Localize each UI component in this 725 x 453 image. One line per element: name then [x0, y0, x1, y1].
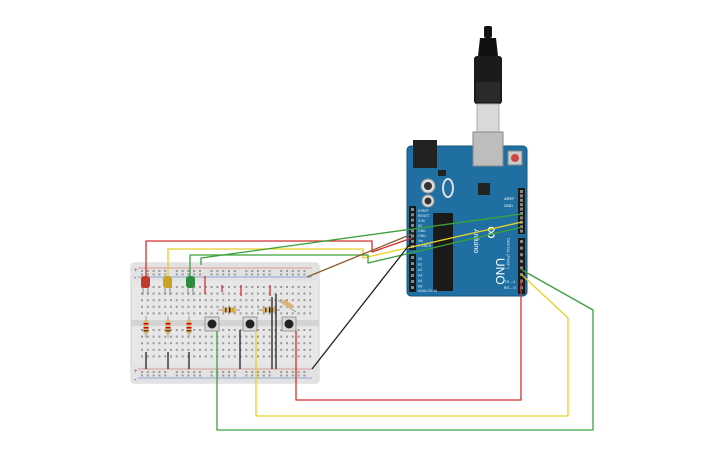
digital-label: DIGITAL (PWM~): [506, 238, 511, 270]
atmega-chip: [433, 213, 453, 291]
push-button-1[interactable]: [204, 316, 220, 332]
rail-minus-bottom: -: [134, 377, 137, 384]
usb-connector: [476, 103, 500, 133]
power-pin-label: Vin: [418, 239, 423, 243]
breadboard[interactable]: + - + -: [130, 262, 320, 384]
analog-pin-label: A5: [418, 285, 422, 289]
led-yellow[interactable]: [163, 276, 172, 295]
push-button-2[interactable]: [242, 316, 258, 332]
resistor-led-green[interactable]: [186, 316, 192, 338]
wires[interactable]: [145, 213, 594, 431]
wire-green-led-2: [200, 213, 523, 265]
tx-label: TX→1: [504, 279, 516, 284]
power-pin-label: RESET: [418, 214, 431, 218]
reset-button[interactable]: [511, 154, 519, 162]
rail-minus-top: -: [134, 275, 137, 282]
analog-label: ANALOG IN: [418, 289, 438, 293]
arduino-model: UNO: [493, 258, 507, 285]
power-pin-label: 3.3V: [418, 219, 426, 223]
arduino-brand: Arduino: [472, 229, 479, 253]
rx-label: RX←0: [504, 285, 517, 290]
analog-header: [409, 254, 416, 292]
gnd-label: GND: [504, 203, 513, 208]
power-pin-label: 5V: [418, 224, 423, 228]
arduino-board[interactable]: ∞ Arduino UNO POWER ANALOG IN DIGITAL (P…: [406, 26, 528, 297]
digital-header-high: [518, 188, 525, 234]
rail-plus-bottom: +: [134, 369, 138, 375]
wire-yellow-led: [167, 221, 523, 276]
analog-pin-label: A4: [418, 279, 422, 283]
resistor-button-1[interactable]: [218, 307, 240, 313]
resistor-led-yellow[interactable]: [165, 316, 171, 338]
power-label: POWER: [418, 244, 432, 248]
resistor-led-red[interactable]: [143, 316, 149, 338]
power-pin-label: GND: [418, 234, 426, 238]
wire-green-button: [216, 269, 594, 431]
push-button-3[interactable]: [281, 316, 297, 332]
power-header: [409, 206, 416, 250]
wire-green-led: [189, 226, 523, 276]
digital-header-low: [518, 238, 525, 294]
wire-yellow-button: [255, 274, 569, 417]
wire-brown-5v: [306, 233, 413, 278]
wire-red-button: [295, 280, 522, 401]
usb-cable-tip: [484, 26, 492, 38]
wire-black-gnd: [311, 243, 411, 370]
power-pin-label: IOREF: [418, 209, 429, 213]
rail-plus-top: +: [134, 268, 138, 274]
analog-pin-label: A3: [418, 274, 422, 278]
power-jack: [413, 140, 437, 168]
analog-pin-label: A1: [418, 263, 422, 267]
analog-pin-label: A2: [418, 268, 422, 272]
usb-port: [472, 131, 504, 167]
led-green[interactable]: [186, 276, 195, 295]
aref-label: AREF: [504, 196, 515, 201]
resistor-button-3[interactable]: [277, 299, 297, 313]
wire-red-led: [145, 237, 413, 276]
analog-pin-label: A0: [418, 257, 422, 261]
power-pin-label: GND: [418, 229, 426, 233]
led-red[interactable]: [141, 276, 150, 295]
